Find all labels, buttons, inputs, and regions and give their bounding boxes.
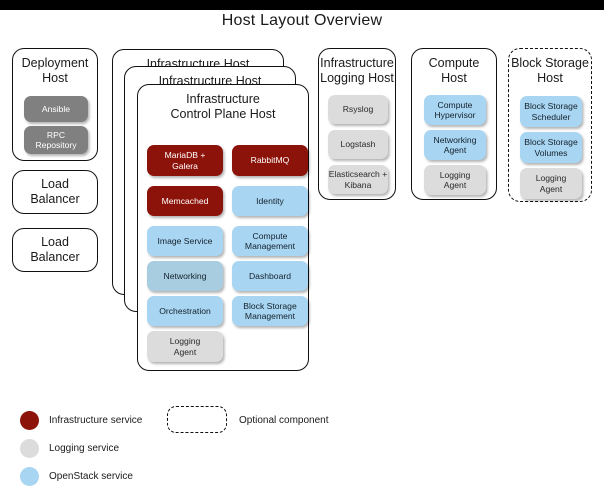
component-logging-agent-control-plane[interactable]: Logging Agent <box>147 331 223 362</box>
component-logging-agent-compute[interactable]: Logging Agent <box>424 165 486 195</box>
component-block-storage-management[interactable]: Block Storage Management <box>232 296 308 326</box>
host-control-plane-title: Infrastructure Control Plane Host <box>170 92 276 121</box>
host-load-balancer-2[interactable]: Load Balancer <box>12 228 98 272</box>
host-block-storage-title: Block Storage Host <box>511 56 589 85</box>
component-compute-management[interactable]: Compute Management <box>232 226 308 256</box>
legend-swatch-logging-service <box>20 439 39 458</box>
host-compute[interactable]: Compute Host Compute Hypervisor Networki… <box>411 48 497 200</box>
host-load-balancer-1-title: Load Balancer <box>30 177 80 206</box>
legend-label-logging-service: Logging service <box>49 443 120 454</box>
page-title: Host Layout Overview <box>221 12 383 29</box>
component-compute-hypervisor[interactable]: Compute Hypervisor <box>424 95 486 125</box>
component-rsyslog[interactable]: Rsyslog <box>328 95 388 124</box>
top-black-bar <box>0 0 604 10</box>
component-elasticsearch-kibana[interactable]: Elasticsearch + Kibana <box>328 165 388 194</box>
host-compute-title: Compute Host <box>428 56 480 85</box>
host-block-storage[interactable]: Block Storage Host Block Storage Schedul… <box>508 48 592 202</box>
host-infrastructure-logging-title: Infrastructure Logging Host <box>320 56 394 85</box>
host-infrastructure-control-plane[interactable]: Infrastructure Control Plane Host MariaD… <box>137 84 309 371</box>
host-deployment-title: Deployment Host <box>21 56 89 85</box>
component-dashboard[interactable]: Dashboard <box>232 261 308 291</box>
legend-label-infrastructure-service: Infrastructure service <box>49 415 143 426</box>
component-memcached[interactable]: Memcached <box>147 186 223 216</box>
component-orchestration[interactable]: Orchestration <box>147 296 223 326</box>
component-logstash[interactable]: Logstash <box>328 130 388 159</box>
component-block-storage-volumes[interactable]: Block Storage Volumes <box>520 132 582 163</box>
component-rabbitmq[interactable]: RabbitMQ <box>232 145 308 176</box>
component-networking-agent[interactable]: Networking Agent <box>424 130 486 160</box>
legend-swatch-infrastructure-service <box>20 411 39 430</box>
legend-label-optional-component: Optional component <box>239 415 329 426</box>
component-mariadb-galera[interactable]: MariaDB + Galera <box>147 145 223 176</box>
host-deployment[interactable]: Deployment Host Ansible RPC Repository <box>12 48 98 161</box>
component-logging-agent-block-storage[interactable]: Logging Agent <box>520 168 582 199</box>
component-networking[interactable]: Networking <box>147 261 223 291</box>
host-load-balancer-1[interactable]: Load Balancer <box>12 170 98 214</box>
legend-swatch-optional-component <box>167 406 227 433</box>
host-infrastructure-logging[interactable]: Infrastructure Logging Host Rsyslog Logs… <box>318 48 396 200</box>
component-ansible[interactable]: Ansible <box>24 96 88 122</box>
component-image-service[interactable]: Image Service <box>147 226 223 256</box>
legend-label-openstack-service: OpenStack service <box>49 471 133 482</box>
component-identity[interactable]: Identity <box>232 186 308 216</box>
legend-swatch-openstack-service <box>20 467 39 486</box>
component-block-storage-scheduler[interactable]: Block Storage Scheduler <box>520 96 582 127</box>
host-load-balancer-2-title: Load Balancer <box>30 235 80 264</box>
component-rpc-repository[interactable]: RPC Repository <box>24 126 88 154</box>
